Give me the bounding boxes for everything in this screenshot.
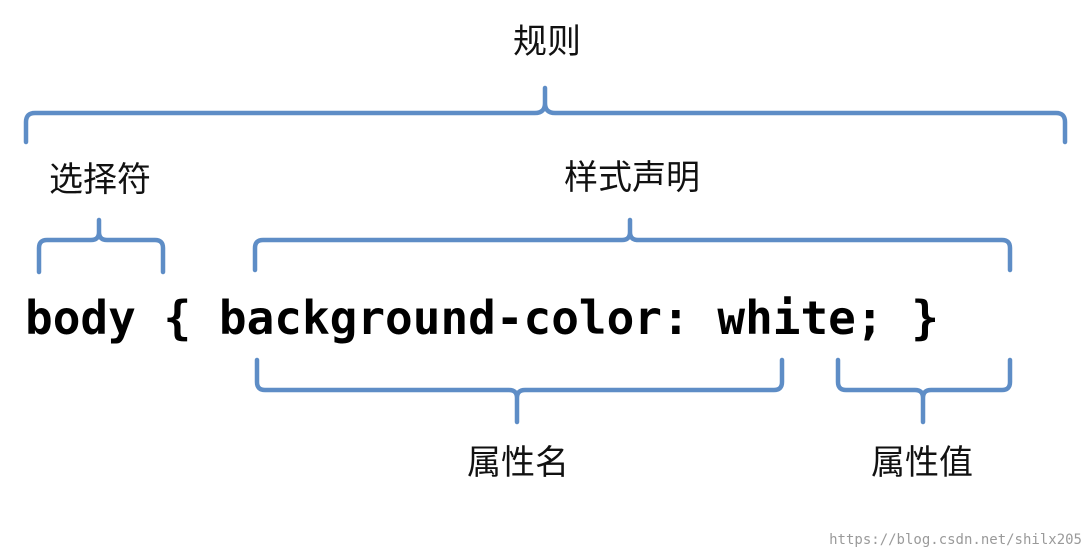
property-bracket [254, 357, 785, 425]
watermark: https://blog.csdn.net/shilx205 [829, 532, 1082, 548]
code-property: background-color: [218, 291, 690, 345]
rule-bracket [23, 85, 1068, 145]
property-label: 属性名 [467, 443, 569, 483]
selector-bracket [36, 217, 166, 275]
css-code-line: body { background-color: white; } [25, 290, 939, 346]
rule-label: 规则 [513, 22, 581, 62]
declaration-bracket [252, 217, 1013, 273]
selector-label: 选择符 [49, 160, 151, 200]
code-open-brace: { [163, 291, 192, 345]
code-value: white; [717, 291, 884, 345]
value-label: 属性值 [871, 443, 973, 483]
code-close-brace: } [911, 291, 939, 345]
value-bracket [835, 357, 1013, 425]
code-selector: body [25, 291, 136, 345]
declaration-label: 样式声明 [564, 158, 700, 198]
